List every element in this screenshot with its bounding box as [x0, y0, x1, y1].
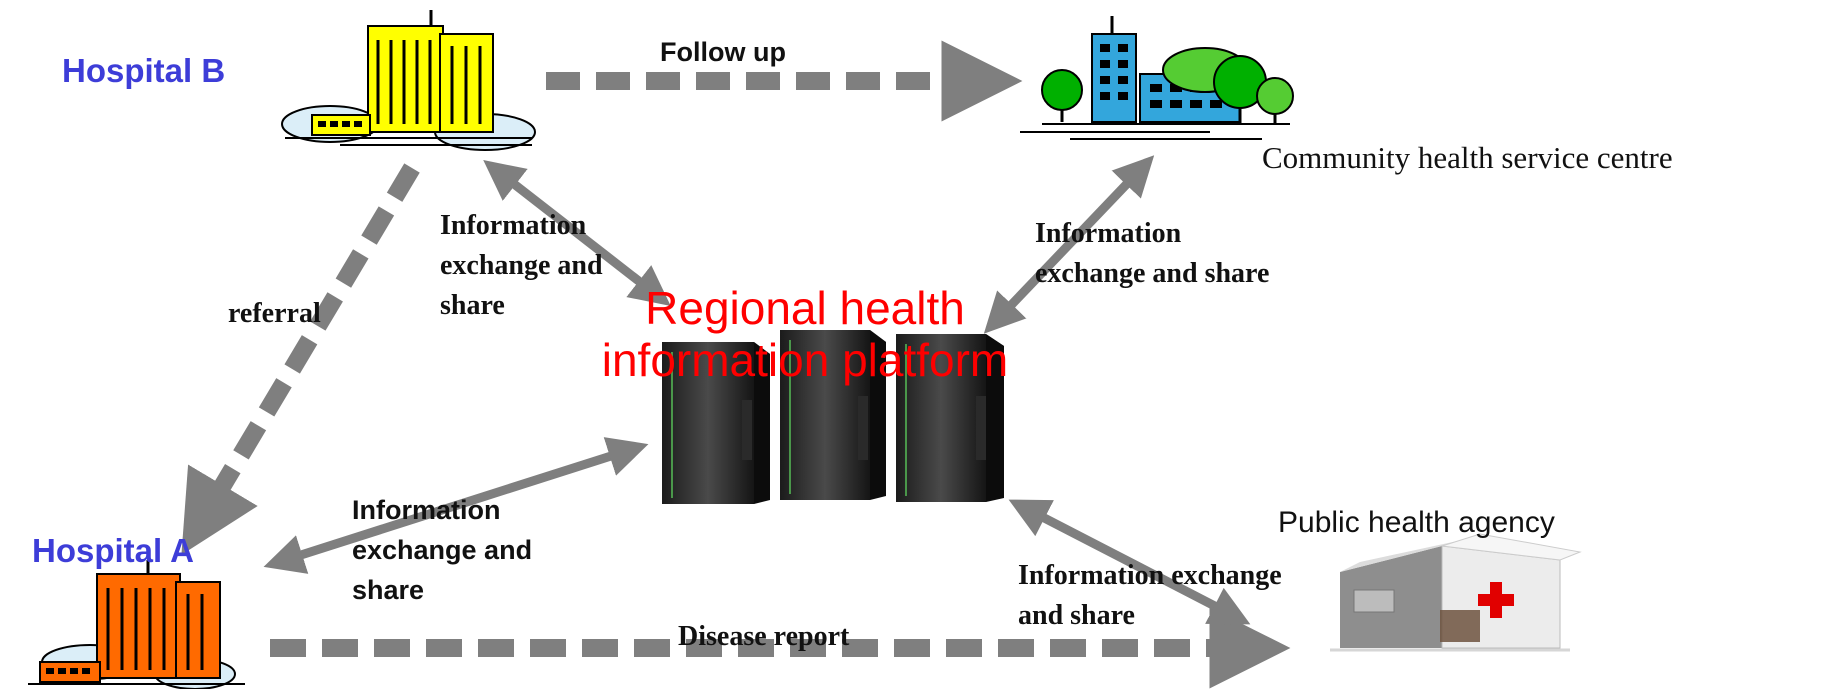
hospital-a-exchange-line-1: Information: [352, 495, 501, 525]
community-exchange-label: Information exchange and share: [1035, 214, 1269, 294]
hospital-a-exchange-line-3: share: [352, 575, 425, 605]
community-platform-arrow: [983, 155, 1155, 334]
hospital-b-exchange-label: Information exchange and share: [440, 206, 603, 326]
hospital-b-platform-arrow: [483, 160, 671, 306]
server-3: [896, 334, 1004, 502]
hospital-a-platform-arrow: [263, 437, 649, 574]
hospital-b-exchange-line-1: Information: [440, 210, 587, 241]
hospital-a-label: Hospital A: [32, 532, 194, 569]
public-health-exchange-line-2: and share: [1018, 600, 1135, 631]
platform-label: Regional health information platform: [545, 282, 1065, 386]
community-centre-label: Community health service centre: [1262, 140, 1673, 175]
referral-arrow: [181, 163, 420, 555]
server-1: [662, 342, 770, 504]
hospital-b-icon: [281, 10, 536, 151]
platform-label-line-1: Regional health: [645, 282, 965, 334]
hospital-a-icon: [28, 560, 245, 689]
hospital-a-exchange-line-2: exchange and: [352, 535, 533, 565]
platform-servers-icon: [662, 330, 1004, 504]
referral-label: referral: [228, 298, 321, 329]
community-exchange-line-1: Information: [1035, 218, 1182, 249]
hospital-b-exchange-line-2: exchange and: [440, 250, 603, 281]
community-centre-icon: [1020, 16, 1294, 140]
public-health-platform-arrow: [1008, 499, 1251, 625]
disease-report-label: Disease report: [678, 621, 850, 652]
public-health-exchange-line-1: Information exchange: [1018, 560, 1282, 591]
hospital-a-exchange-label: Information exchange and share: [352, 490, 532, 610]
public-health-exchange-label: Information exchange and share: [1018, 556, 1282, 636]
hospital-b-label: Hospital B: [62, 52, 226, 89]
public-health-agency-icon: [1330, 533, 1582, 652]
platform-label-line-2: information platform: [601, 334, 1009, 386]
public-health-agency-label: Public health agency: [1278, 506, 1555, 539]
server-2: [780, 330, 886, 500]
community-exchange-line-2: exchange and share: [1035, 258, 1270, 289]
follow-up-label: Follow up: [660, 37, 786, 67]
hospital-b-exchange-line-3: share: [440, 290, 505, 321]
